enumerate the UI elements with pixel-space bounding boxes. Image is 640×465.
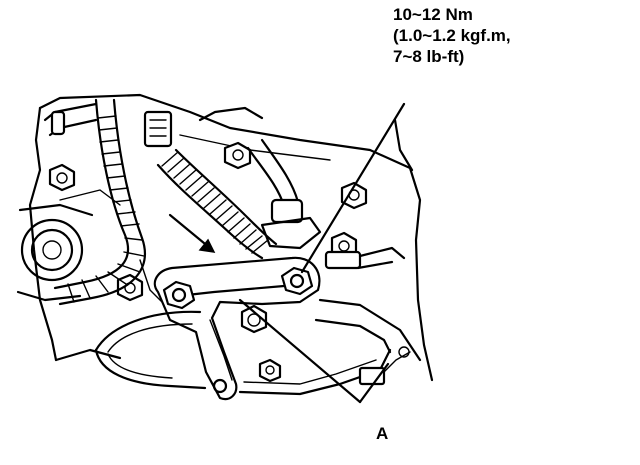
torque-spec-kgfm: (1.0~1.2 kgf.m, — [393, 26, 511, 45]
top-bolt-1 — [223, 141, 252, 170]
corrugated-hose — [156, 148, 278, 260]
bracket-bolt-left — [162, 280, 196, 310]
cover-bolt — [258, 358, 282, 383]
upper-connector — [143, 110, 173, 148]
mounting-bracket — [153, 256, 321, 401]
torque-spec-lbft: 7~8 lb-ft) — [393, 47, 465, 66]
right-hose — [246, 138, 322, 250]
right-fitting — [324, 246, 406, 270]
left-bolt-2 — [116, 273, 144, 302]
torque-spec-nm: 10~12 Nm — [393, 5, 473, 24]
part-a-label: A — [376, 424, 389, 443]
direction-arrow-upper — [168, 213, 216, 253]
top-left-hose — [43, 102, 98, 137]
wire-harness-left — [53, 98, 146, 306]
part-a-leader-lines — [238, 298, 390, 404]
bracket-bolt-right — [280, 266, 314, 296]
left-housing — [16, 203, 94, 302]
engine-block-outline — [28, 93, 434, 382]
torque-leader-line — [300, 102, 406, 274]
lower-bolt — [240, 304, 268, 334]
torque-spec-callout: 10~12 Nm (1.0~1.2 kgf.m, 7~8 lb-ft) — [393, 4, 511, 67]
left-bolt-1 — [48, 163, 76, 192]
lower-right-hardware — [358, 346, 411, 386]
